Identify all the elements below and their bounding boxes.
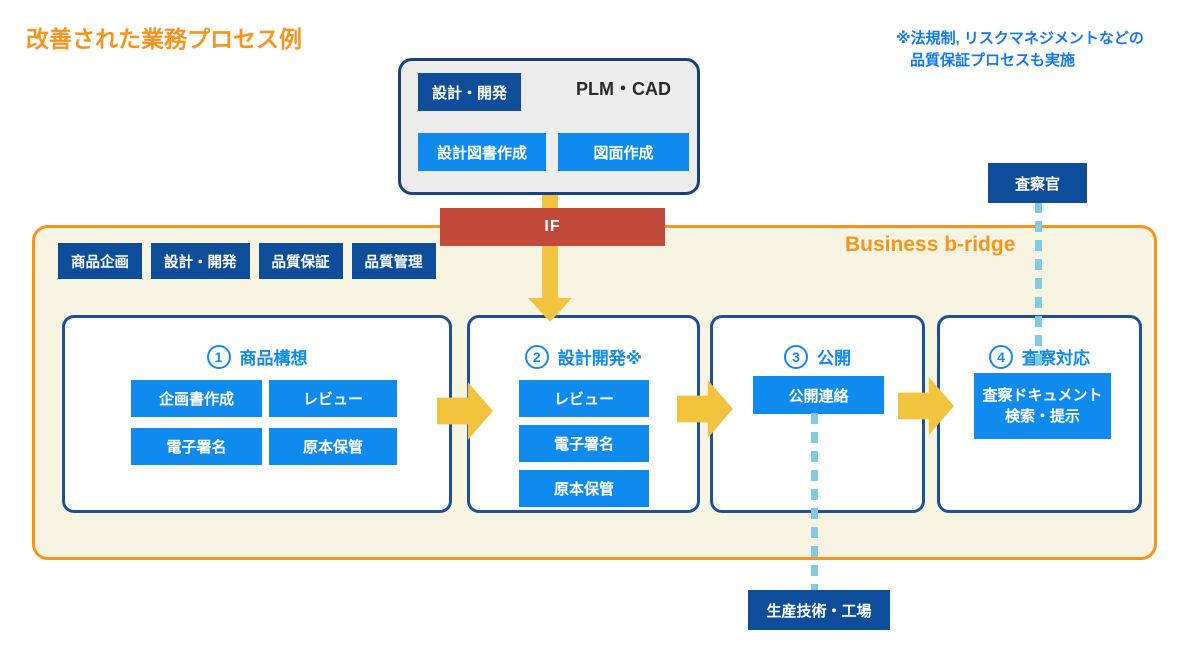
stage-4-title: 査察対応 bbox=[1022, 349, 1090, 368]
action-button-original-storage-2[interactable]: 原本保管 bbox=[519, 470, 649, 507]
factory-badge: 生産技術・工場 bbox=[748, 590, 890, 630]
stage-2-header: 2 設計開発※ bbox=[470, 344, 697, 369]
dashed-connector-factory bbox=[811, 413, 818, 590]
stage-1-buttons: 企画書作成 レビュー 電子署名 原本保管 bbox=[131, 380, 397, 465]
stage-3-title: 公開 bbox=[817, 349, 851, 368]
dept-badge-design-development: 設計・開発 bbox=[151, 243, 250, 279]
dept-badge-quality-assurance: 品質保証 bbox=[258, 243, 343, 279]
stage-box-product-concept: 1 商品構想 企画書作成 レビュー 電子署名 原本保管 bbox=[62, 315, 452, 513]
dashed-connector-inspector bbox=[1035, 202, 1042, 373]
page-title: 改善された業務プロセス例 bbox=[26, 26, 302, 52]
brand-label: Business b-ridge bbox=[845, 233, 1016, 256]
stage-1-title: 商品構想 bbox=[239, 349, 308, 368]
dept-badge-quality-control: 品質管理 bbox=[351, 243, 436, 279]
dept-badge-design-dev: 設計・開発 bbox=[418, 73, 521, 111]
action-button-plan-doc-create[interactable]: 企画書作成 bbox=[131, 380, 262, 417]
action-button-esign-1[interactable]: 電子署名 bbox=[131, 428, 262, 465]
action-button-publish-notice[interactable]: 公開連絡 bbox=[753, 376, 884, 414]
footnote: ※法規制, リスクマネジメントなどの 品質保証プロセスも実施 bbox=[896, 28, 1176, 72]
stage-2-number-badge: 2 bbox=[524, 344, 549, 369]
dept-badge-product-planning: 商品企画 bbox=[58, 243, 142, 279]
stage-3-header: 3 公開 bbox=[713, 344, 922, 369]
stage-box-design-development: 2 設計開発※ レビュー 電子署名 原本保管 bbox=[467, 315, 700, 513]
stage-2-title: 設計開発※ bbox=[557, 349, 643, 368]
if-connector: IF bbox=[440, 208, 665, 246]
footnote-line1: ※法規制, リスクマネジメントなどの bbox=[896, 30, 1144, 47]
inspector-badge: 査察官 bbox=[988, 163, 1087, 203]
action-button-original-storage-1[interactable]: 原本保管 bbox=[269, 428, 397, 465]
stage-1-header: 1 商品構想 bbox=[65, 344, 449, 369]
stage-1-number-badge: 1 bbox=[206, 344, 231, 369]
stage-3-number-badge: 3 bbox=[784, 344, 808, 369]
action-button-design-doc-create[interactable]: 設計図書作成 bbox=[418, 133, 546, 171]
action-button-esign-2[interactable]: 電子署名 bbox=[519, 425, 649, 462]
stage-4-number-badge: 4 bbox=[989, 344, 1013, 369]
department-badge-row: 商品企画 設計・開発 品質保証 品質管理 bbox=[58, 243, 436, 279]
action-button-review-1[interactable]: レビュー bbox=[269, 380, 397, 417]
plm-cad-label: PLM・CAD bbox=[576, 79, 671, 99]
action-button-review-2[interactable]: レビュー bbox=[519, 380, 649, 417]
action-button-drawing-create[interactable]: 図面作成 bbox=[558, 133, 689, 171]
footnote-line2: 品質保証プロセスも実施 bbox=[910, 52, 1076, 69]
plm-cad-box: PLM・CAD 設計・開発 設計図書作成 図面作成 bbox=[398, 58, 700, 195]
action-button-inspection-doc-search[interactable]: 査察ドキュメント 検索・提示 bbox=[974, 373, 1111, 439]
stage-2-buttons: レビュー 電子署名 原本保管 bbox=[519, 380, 649, 507]
